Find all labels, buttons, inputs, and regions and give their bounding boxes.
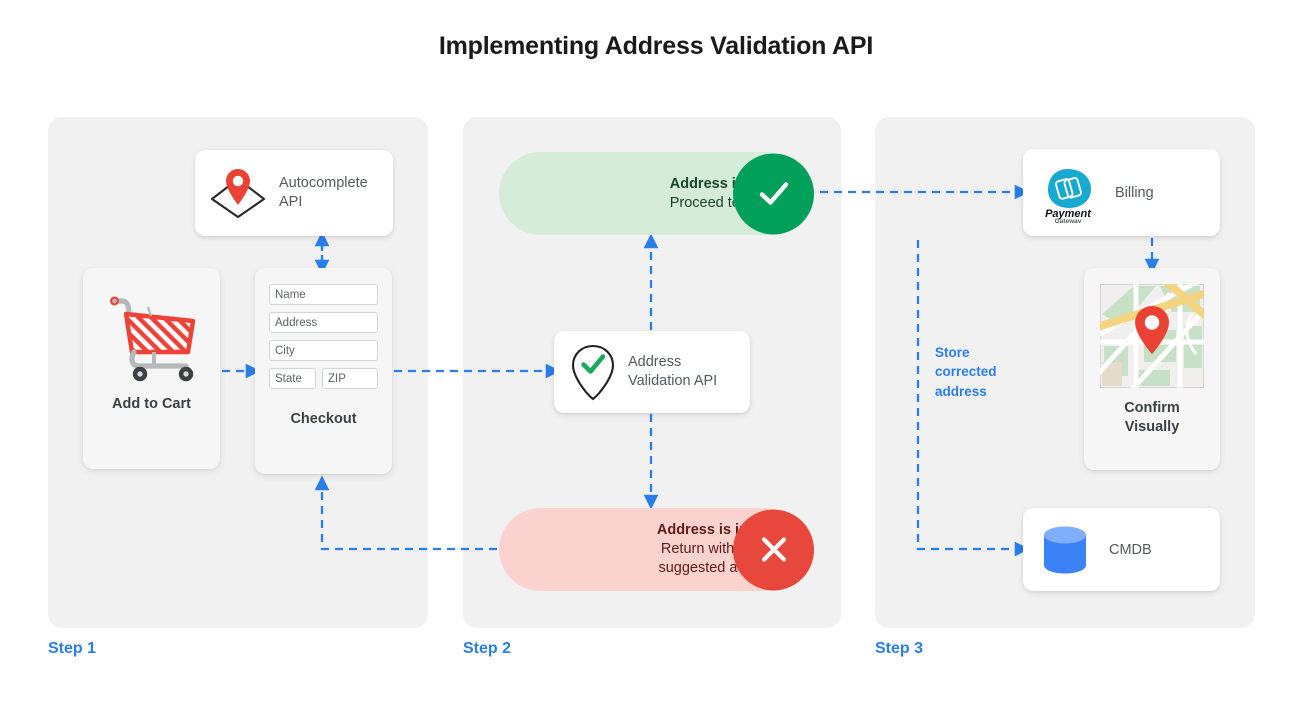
autocomplete-api-card[interactable]: Autocomplete API xyxy=(195,150,393,236)
check-icon xyxy=(733,153,814,234)
checkout-address-field[interactable]: Address xyxy=(269,312,378,333)
map-thumbnail-icon xyxy=(1100,284,1204,388)
checkout-state-field[interactable]: State xyxy=(269,368,316,389)
cmdb-card[interactable]: CMDB xyxy=(1023,508,1220,591)
step-3-label: Step 3 xyxy=(875,640,924,657)
store-corrected-address-note: Store corrected address xyxy=(935,345,997,399)
shopping-cart-icon xyxy=(100,282,204,386)
checkout-label: Checkout xyxy=(290,411,357,427)
payment-gateway-logo-icon: Payment Gateway xyxy=(1037,163,1099,223)
autocomplete-api-label: Autocomplete API xyxy=(279,174,368,210)
address-validation-api-label: Address Validation API xyxy=(628,353,718,389)
confirm-visually-label: Confirm Visually xyxy=(1124,400,1180,435)
address-invalid-pill: Address is invalid. Return with Google s… xyxy=(499,508,814,591)
checkout-name-field[interactable]: Name xyxy=(269,284,378,305)
step-2-label: Step 2 xyxy=(463,640,512,657)
page-title: Implementing Address Validation API xyxy=(438,32,874,60)
address-validation-api-card[interactable]: Address Validation API xyxy=(554,331,750,413)
add-to-cart-card[interactable]: Add to Cart xyxy=(83,268,220,469)
pin-check-icon xyxy=(570,343,616,401)
checkout-card[interactable]: Name Address City State ZIP Checkout xyxy=(255,268,392,474)
billing-card[interactable]: Payment Gateway Billing xyxy=(1023,149,1220,236)
checkout-state-zip-row: State ZIP xyxy=(269,368,378,396)
checkout-city-field[interactable]: City xyxy=(269,340,378,361)
address-valid-pill: Address is valid. Proceed to billing. xyxy=(499,152,814,235)
svg-text:Payment: Payment xyxy=(1045,208,1092,220)
svg-text:Gateway: Gateway xyxy=(1055,218,1082,223)
cmdb-label: CMDB xyxy=(1109,541,1152,558)
confirm-visually-card[interactable]: Confirm Visually xyxy=(1084,268,1220,470)
checkout-zip-field[interactable]: ZIP xyxy=(322,368,378,389)
close-icon xyxy=(733,509,814,590)
billing-label: Billing xyxy=(1115,184,1154,201)
map-pin-diamond-icon xyxy=(207,165,269,221)
step-1-label: Step 1 xyxy=(48,640,97,657)
add-to-cart-label: Add to Cart xyxy=(112,396,191,412)
database-cylinder-icon xyxy=(1041,524,1089,576)
